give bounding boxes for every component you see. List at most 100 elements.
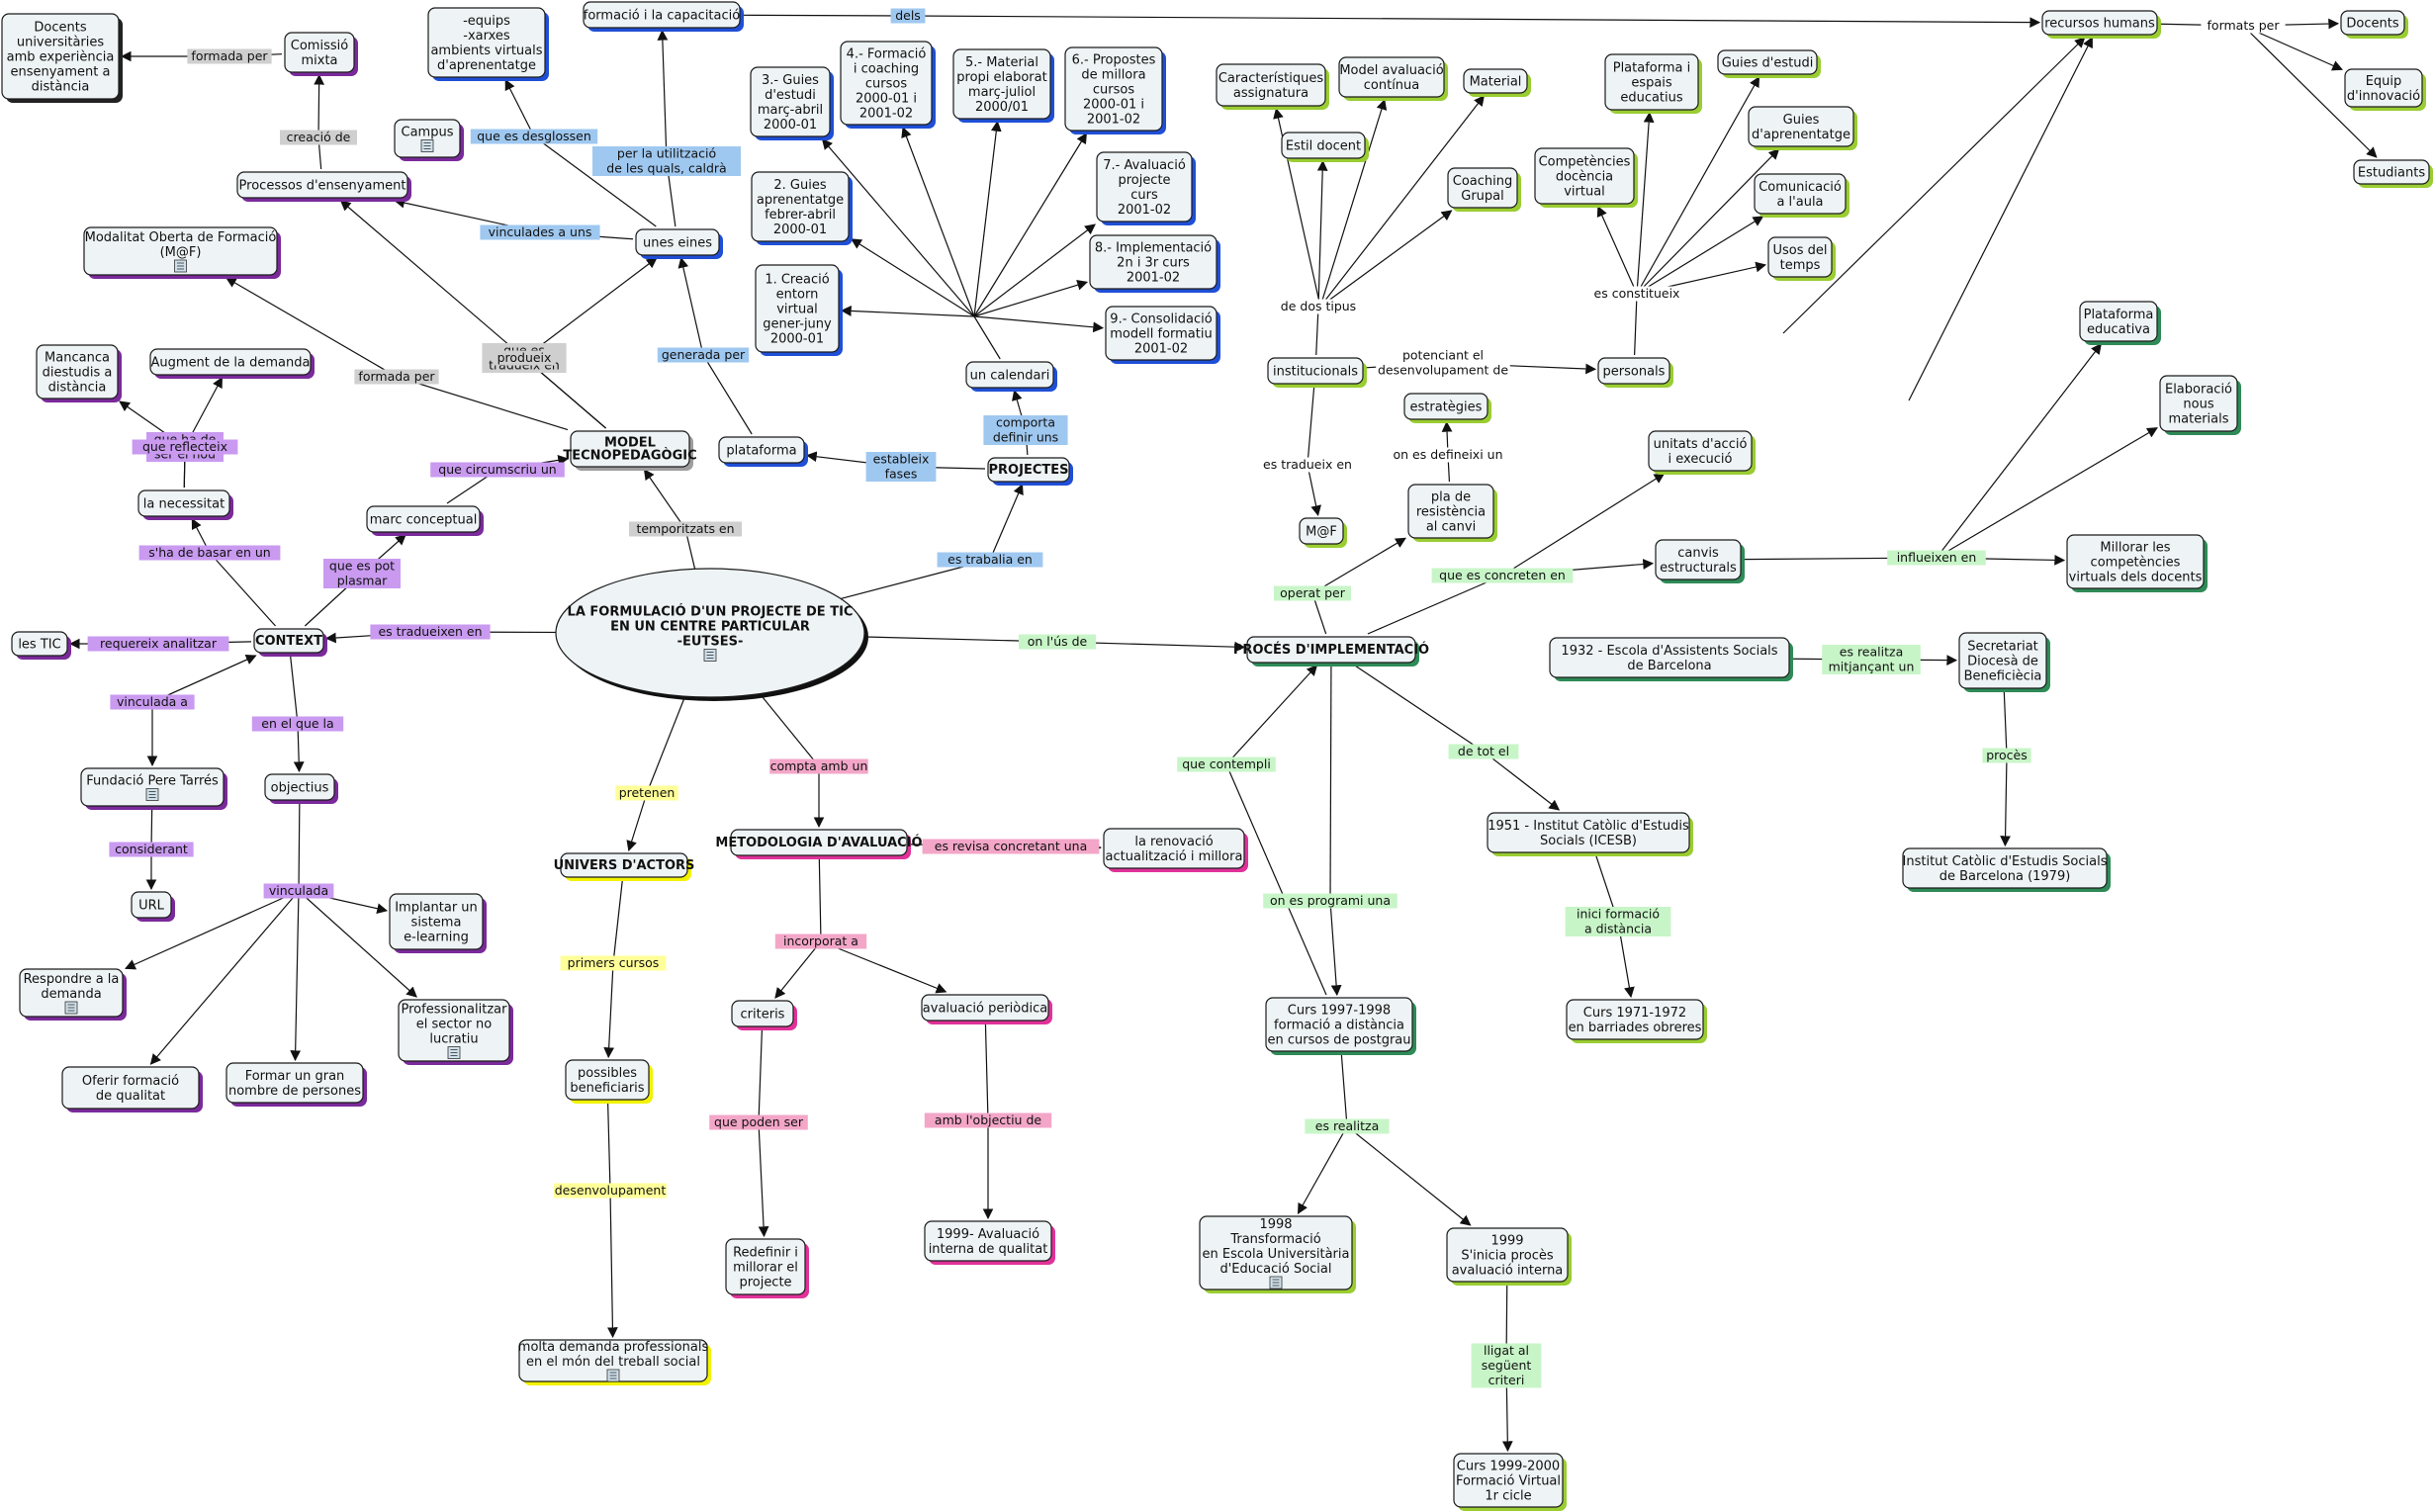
node-box	[1, 13, 120, 100]
node-marc[interactable]: marc conceptual	[366, 505, 484, 536]
node-plataforma[interactable]: plataforma	[718, 436, 808, 467]
node-objectius[interactable]: objectius	[264, 773, 338, 804]
node-unes-eines[interactable]: unes eines	[635, 228, 723, 259]
node-les-tic[interactable]: les TIC	[11, 631, 71, 660]
node-projectes[interactable]: PROJECTES	[987, 457, 1073, 486]
node-personals[interactable]: personals	[1597, 357, 1673, 388]
node-url[interactable]: URL	[131, 891, 175, 922]
node-metodologia[interactable]: METODOLOGIA D'AVALUACIÓ	[715, 829, 923, 859]
node-guies-estudi[interactable]: Guies d'estudi	[1717, 49, 1821, 78]
node-material[interactable]: Material	[1463, 68, 1531, 97]
attachment-icon[interactable]	[420, 139, 434, 152]
link-label-19: es trabalia en	[937, 552, 1043, 568]
node-calendari[interactable]: un calendari	[965, 361, 1057, 392]
node-estudiants[interactable]: Estudiants	[2353, 159, 2433, 188]
node-aval-periodica[interactable]: avaluació periòdica	[921, 994, 1052, 1024]
node-recursos-humans[interactable]: recursos humans	[2041, 10, 2161, 39]
link-label-text: que reflecteix	[142, 439, 227, 454]
node-processos[interactable]: Processos d'ensenyament	[236, 171, 411, 202]
attachment-icon[interactable]	[145, 788, 159, 801]
node-icesb1951[interactable]: 1951 - Institut Catòlic d'EstudisSocials…	[1487, 812, 1693, 856]
node-augment[interactable]: Augment de la demanda	[149, 348, 315, 379]
node-campus[interactable]: Campus	[394, 119, 464, 161]
node-mf[interactable]: M@F	[1299, 517, 1347, 548]
attachment-icon[interactable]	[606, 1369, 620, 1382]
node-proces-impl[interactable]: PROCÉS D'IMPLEMENTACIÓ	[1233, 636, 1429, 667]
node-context[interactable]: CONTEXT	[253, 628, 327, 657]
node-necessitat[interactable]: la necessitat	[137, 489, 233, 520]
node-formacio-cap[interactable]: formació i la capacitació	[583, 1, 744, 32]
link-label-text: creació de	[287, 130, 351, 144]
attachment-icon[interactable]	[174, 259, 187, 273]
attachment-icon[interactable]	[64, 1001, 78, 1015]
link-label-bg	[924, 1112, 1052, 1128]
node-docents[interactable]: Docents	[2340, 10, 2408, 39]
link-label-6: vinculades a uns	[480, 224, 600, 240]
attachment-icon[interactable]	[1269, 1276, 1283, 1290]
node-text: unes eines	[643, 236, 712, 251]
node-institucionals[interactable]: institucionals	[1267, 357, 1367, 388]
node-text: e-learning	[404, 931, 469, 945]
node-criteris[interactable]: criteris	[731, 1000, 797, 1030]
node-estrategies[interactable]: estratègies	[1403, 393, 1491, 423]
node-estil-docent[interactable]: Estil docent	[1281, 132, 1369, 162]
attachment-icon[interactable]	[447, 1046, 461, 1059]
link-line-4-b	[907, 15, 2041, 28]
node-text: Curs 1999-2000	[1457, 1460, 1560, 1474]
node-text: temps	[1780, 258, 1821, 273]
link-label-text: que contempli	[1182, 756, 1271, 771]
attachment-icon[interactable]	[703, 649, 717, 662]
node-univers[interactable]: UNIVERS D'ACTORS	[554, 852, 695, 881]
node-fundacio[interactable]: Fundació Pere Tarrés	[80, 767, 227, 810]
node-modalitat[interactable]: Modalitat Oberta de Formació(M@F)	[83, 226, 281, 279]
